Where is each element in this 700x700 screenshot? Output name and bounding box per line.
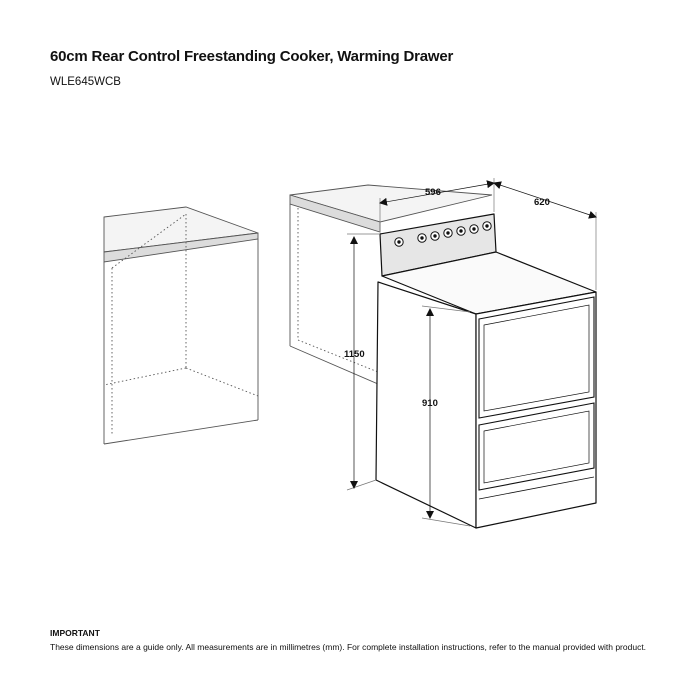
body-height-label: 910 <box>422 398 438 409</box>
total-height-label: 1150 <box>344 349 365 360</box>
width-label: 596 <box>425 187 441 198</box>
body-height-dimension <box>421 305 471 527</box>
product-title: 60cm Rear Control Freestanding Cooker, W… <box>50 48 454 65</box>
cooker <box>375 213 597 529</box>
control-knobs <box>394 221 492 247</box>
cooker-front-panel <box>475 291 597 529</box>
model-number: WLE645WCB <box>50 76 121 88</box>
depth-label: 620 <box>534 197 550 208</box>
depth-dimension <box>493 181 597 290</box>
left-cabinet <box>103 206 259 445</box>
important-notice-text: These dimensions are a guide only. All m… <box>50 642 647 652</box>
warming-drawer <box>478 402 595 500</box>
important-heading: IMPORTANT <box>50 628 100 638</box>
total-height-dimension <box>346 233 380 491</box>
oven-door <box>478 296 595 419</box>
